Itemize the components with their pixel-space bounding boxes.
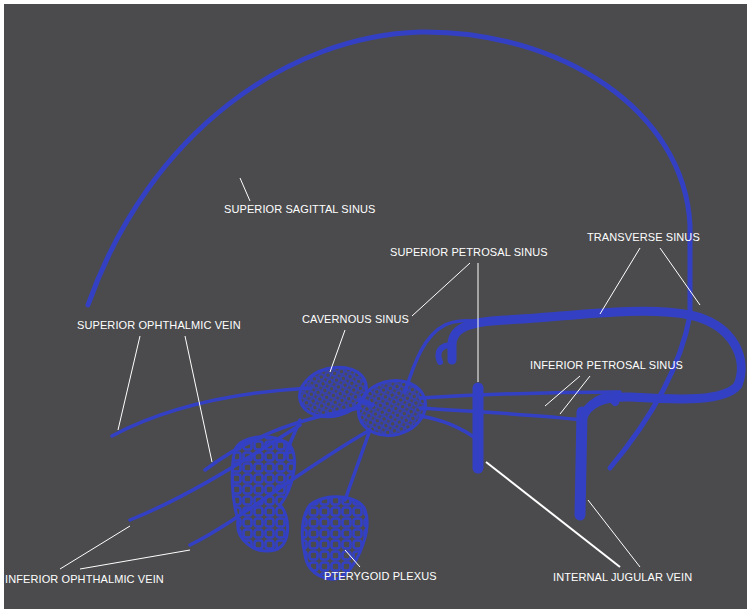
structure-label: INFERIOR PETROSAL SINUS	[530, 359, 683, 372]
petrosal-sinus	[420, 408, 582, 420]
leader-line	[240, 178, 250, 201]
petrosal-sinus	[420, 392, 620, 398]
leader-line	[118, 336, 140, 430]
leader-line	[660, 248, 700, 305]
petrosal-sinus	[420, 416, 478, 440]
pterygoid-plexus	[232, 437, 294, 551]
leader-line	[478, 263, 479, 382]
leader-line	[330, 330, 345, 372]
background-panel	[4, 4, 747, 609]
sagittal-sinus	[88, 32, 690, 315]
pterygoid-plexus	[302, 497, 367, 579]
jugular-vein	[473, 388, 484, 468]
structure-label: INFERIOR OPHTHALMIC VEIN	[5, 573, 164, 586]
structure-label: SUPERIOR PETROSAL SINUS	[390, 246, 548, 259]
leader-line	[486, 462, 620, 567]
sigmoid-sinus	[588, 397, 615, 408]
sinus-branch	[610, 315, 690, 468]
leader-line	[345, 550, 360, 567]
leader-line	[80, 550, 190, 569]
leader-line	[185, 336, 212, 462]
structure-label: TRANSVERSE SINUS	[587, 231, 700, 244]
structure-label: CAVERNOUS SINUS	[302, 313, 409, 326]
cavernous-sinus	[352, 373, 432, 443]
structure-label: SUPERIOR SAGITTAL SINUS	[224, 203, 375, 216]
leader-line	[600, 248, 640, 314]
leader-line	[588, 500, 640, 567]
sinus-hook	[439, 345, 453, 362]
structure-label: INTERNAL JUGULAR VEIN	[553, 571, 692, 584]
leader-line	[560, 376, 590, 414]
emissary-vein	[345, 430, 370, 500]
structure-label: SUPERIOR OPHTHALMIC VEIN	[77, 319, 241, 332]
leader-line	[412, 263, 470, 316]
petrosal-sinus	[405, 321, 480, 392]
leader-line	[545, 376, 580, 406]
structure-label: PTERYGOID PLEXUS	[324, 570, 437, 583]
jugular-vein	[580, 412, 582, 515]
transverse-sinus	[452, 311, 690, 360]
